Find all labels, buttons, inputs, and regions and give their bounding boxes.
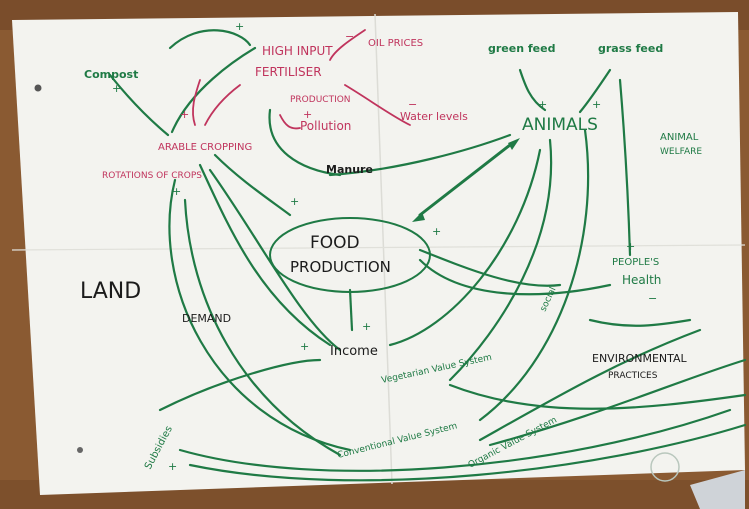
svg-text:+: + (592, 98, 601, 111)
arrow-head (508, 138, 520, 150)
food-label: FOOD (310, 233, 360, 253)
grass-feed-label: grass feed (598, 42, 663, 55)
arable-cropping-label: ARABLE CROPPING (158, 142, 252, 153)
arrow-head (412, 212, 425, 222)
svg-text:−: − (345, 30, 354, 43)
manure-label: Manure (326, 163, 373, 176)
fertiliser-production-label: PRODUCTION (290, 95, 351, 105)
income-label: Income (330, 344, 378, 359)
production-label: PRODUCTION (290, 258, 391, 276)
svg-text:+: + (112, 82, 121, 95)
rotations-label: ROTATIONS OF CROPS (102, 171, 202, 181)
environmental-label-1: ENVIRONMENTAL (592, 352, 688, 365)
svg-text:+: + (290, 195, 299, 208)
water-levels-label: Water levels (400, 110, 468, 123)
pin-hole (34, 84, 42, 92)
animal-welfare-label-2: WELFARE (660, 147, 702, 157)
animal-welfare-label-1: ANIMAL (660, 132, 699, 143)
pin-hole (77, 447, 83, 453)
svg-text:+: + (172, 185, 181, 198)
compost-label: Compost (84, 68, 138, 81)
green-feed-label: green feed (488, 42, 555, 55)
pollution-label: Pollution (300, 119, 351, 133)
animals-label: ANIMALS (522, 115, 598, 135)
paper-corner (690, 470, 745, 509)
paper-fold (11, 244, 746, 251)
svg-text:+: + (538, 98, 547, 111)
pink-arrows (192, 29, 411, 130)
land-label: LAND (80, 279, 141, 304)
svg-text:−: − (648, 292, 657, 305)
svg-text:+: + (303, 108, 312, 121)
svg-text:−: − (408, 98, 417, 111)
demand-label: DEMAND (182, 312, 231, 325)
green-arrows (108, 29, 747, 482)
pink-sign-marks: − + − + (180, 30, 417, 121)
corner-circle-mark (650, 452, 680, 482)
svg-text:+: + (432, 225, 441, 238)
paper-fold (374, 13, 393, 485)
peoples-health-label-1: PEOPLE'S (612, 257, 659, 268)
svg-text:+: + (168, 460, 177, 473)
food-production-ellipse (269, 217, 431, 293)
svg-text:+: + (362, 320, 371, 333)
svg-text:+: + (300, 340, 309, 353)
oil-prices-label: OIL PRICES (368, 38, 423, 49)
svg-text:+: + (180, 108, 189, 121)
environmental-label-2: PRACTICES (608, 371, 658, 381)
paper-sheet (12, 12, 745, 495)
svg-text:+: + (626, 240, 635, 253)
high-input-label: HIGH INPUT (262, 44, 333, 58)
sign-marks: + + + + + + + + + − + + (112, 20, 657, 473)
svg-text:+: + (235, 20, 244, 33)
peoples-health-label-2: Health (622, 273, 661, 287)
fertiliser-label: FERTILISER (255, 65, 322, 79)
